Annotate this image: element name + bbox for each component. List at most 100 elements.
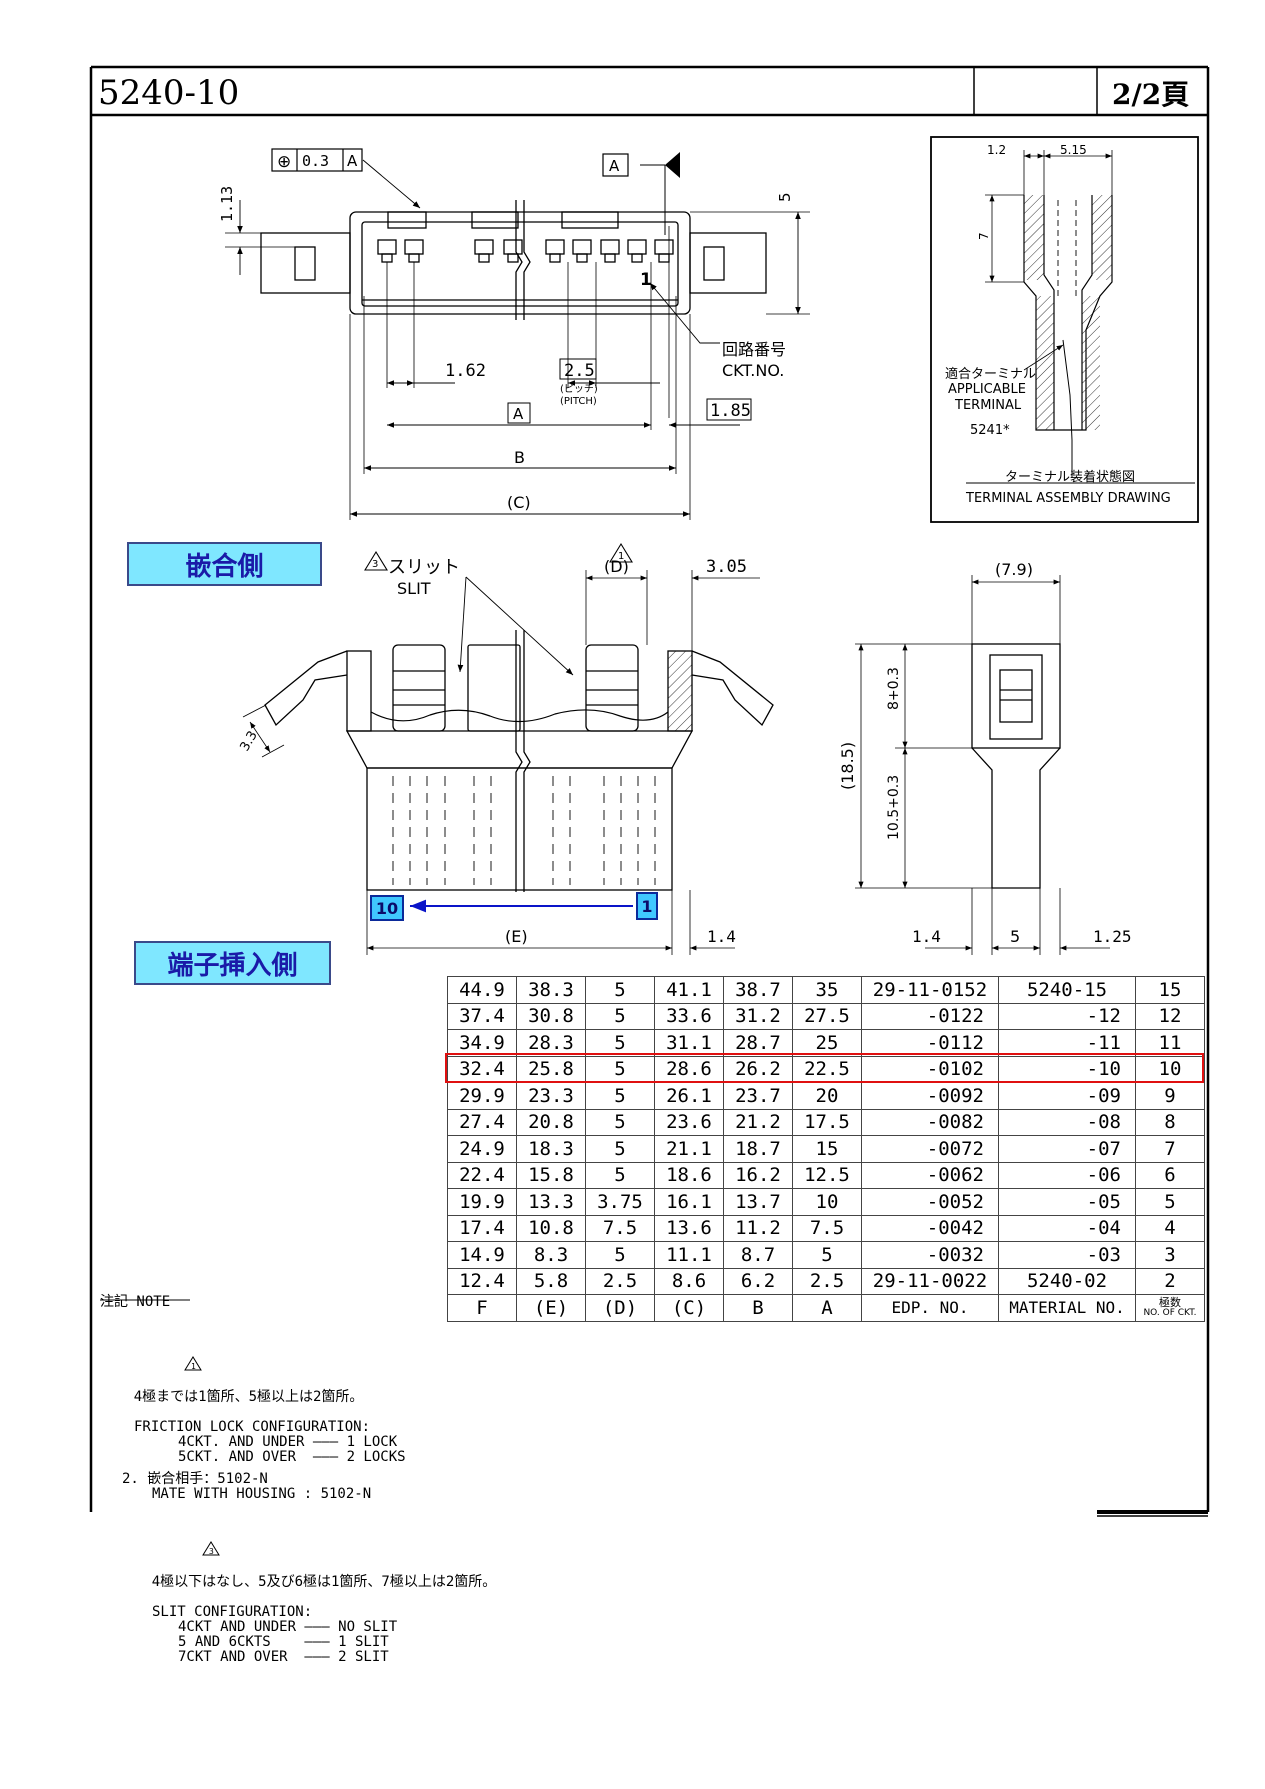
table-cell: 7.5 <box>585 1214 655 1242</box>
table-cell: 22.5 <box>792 1055 862 1083</box>
table-cell: 44.9 <box>447 976 517 1004</box>
selected-row-highlight <box>445 1053 1204 1083</box>
table-cell: 23.7 <box>723 1082 793 1110</box>
terminal-part: 5241* <box>970 423 1010 438</box>
table-cell: 5 <box>585 1135 655 1163</box>
caption-jp: ターミナル装着状態図 <box>1005 469 1135 485</box>
tolerance-frame <box>271 148 363 172</box>
table-cell: 13.7 <box>723 1188 793 1216</box>
pin-10-marker: 10 <box>370 895 404 921</box>
terminal-detail <box>930 136 1199 523</box>
dim-3.05: 3.05 <box>706 557 747 577</box>
table-cell: 15 <box>792 1135 862 1163</box>
table-cell: 20 <box>792 1082 862 1110</box>
applicable-en2: TERMINAL <box>954 398 1022 413</box>
table-cell: 2 <box>1135 1267 1205 1295</box>
dim-e: (E) <box>505 927 528 946</box>
table-cell: 18.3 <box>516 1135 586 1163</box>
table-cell: 29.9 <box>447 1082 517 1110</box>
note-3-mark: 3 <box>152 1526 221 1575</box>
pitch-value: 2.5 <box>564 361 595 381</box>
table-cell: 5.8 <box>516 1267 586 1295</box>
dim-18.5: (18.5) <box>838 742 857 790</box>
table-cell: 5 <box>1135 1188 1205 1216</box>
pin-1-marker: 1 <box>636 892 658 920</box>
table-cell: 30.8 <box>516 1002 586 1030</box>
dim-7.9: (7.9) <box>995 560 1033 579</box>
slit-note-mark: 3 <box>372 559 378 570</box>
dim-1.25: 1.25 <box>1093 927 1132 946</box>
table-cell: -0052 <box>861 1188 999 1216</box>
table-cell: 29-11-0152 <box>861 976 999 1004</box>
ckt-no-jp: 回路番号 <box>722 340 786 359</box>
datum-triangle <box>665 152 680 178</box>
table-cell: 14.9 <box>447 1241 517 1269</box>
table-cell: -0072 <box>861 1135 999 1163</box>
table-cell: 3.75 <box>585 1188 655 1216</box>
table-cell: -0032 <box>861 1241 999 1269</box>
note-3-en: SLIT CONFIGURATION: <box>152 1604 313 1620</box>
note-1-mark: 1 <box>134 1341 203 1390</box>
table-cell: 11 <box>1135 1029 1205 1057</box>
table-cell: 20.8 <box>516 1108 586 1136</box>
table-cell: 31.1 <box>654 1029 724 1057</box>
table-cell: 38.3 <box>516 976 586 1004</box>
table-cell: 25.8 <box>516 1055 586 1083</box>
datum-a-box <box>602 153 629 177</box>
note-2-en: MATE WITH HOUSING : 5102-N <box>152 1486 372 1502</box>
mating-side-label: 嵌合側 <box>127 542 322 586</box>
slit-en: SLIT <box>397 579 431 598</box>
table-cell: 8.7 <box>723 1241 793 1269</box>
table-cell: 13.6 <box>654 1214 724 1242</box>
terminal-side-label: 端子挿入側 <box>134 941 331 985</box>
table-cell: 5 <box>792 1241 862 1269</box>
table-cell: -12 <box>998 1002 1136 1030</box>
table-cell: 2.5 <box>792 1267 862 1295</box>
table-cell: 23.6 <box>654 1108 724 1136</box>
table-cell: 31.2 <box>723 1002 793 1030</box>
table-cell: 35 <box>792 976 862 1004</box>
table-cell: -08 <box>998 1108 1136 1136</box>
table-cell: 11.2 <box>723 1214 793 1242</box>
note-2-jp: 2. 嵌合相手：5102-N <box>122 1471 268 1487</box>
table-cell: -10 <box>998 1055 1136 1083</box>
table-cell: 15 <box>1135 976 1205 1004</box>
table-cell: 5 <box>585 1161 655 1189</box>
title-frame <box>89 65 1210 1517</box>
table-cell: -0062 <box>861 1161 999 1189</box>
table-cell: -0082 <box>861 1108 999 1136</box>
dim-1.62: 1.62 <box>445 361 486 381</box>
table-cell: 5240-15 <box>998 976 1136 1004</box>
table-header-cell: A <box>792 1294 862 1322</box>
note-3-c: 7CKT AND OVER ——— 2 SLIT <box>178 1649 389 1665</box>
table-header-cell: (C) <box>654 1294 724 1322</box>
table-cell: 21.1 <box>654 1135 724 1163</box>
table-cell: 5 <box>585 1002 655 1030</box>
dim-1.13: 1.13 <box>218 186 236 222</box>
ckt-no-en: CKT.NO. <box>722 361 784 380</box>
notes: 注記 NOTE 1 4極までは1箇所、5極以上は2箇所。 FRICTION LO… <box>100 1295 496 1665</box>
applicable-en1: APPLICABLE <box>948 382 1026 397</box>
dim-c: (C) <box>507 493 531 512</box>
pitch-box <box>559 358 597 380</box>
header-ckt-jp: 極数 <box>1159 1295 1181 1309</box>
table-cell: 11.1 <box>654 1241 724 1269</box>
table-cell: 18.7 <box>723 1135 793 1163</box>
table-cell: 15.8 <box>516 1161 586 1189</box>
table-cell: 29-11-0022 <box>861 1267 999 1295</box>
datum-a: A <box>609 157 620 175</box>
side-view <box>855 575 1110 955</box>
note-triangles <box>364 542 633 571</box>
note-triangle-icon: 1 <box>184 1356 203 1371</box>
pitch-jp: (ピッチ) <box>560 383 598 395</box>
tolerance-datum: A <box>347 152 358 170</box>
dim-5-side: 5 <box>1010 927 1020 946</box>
